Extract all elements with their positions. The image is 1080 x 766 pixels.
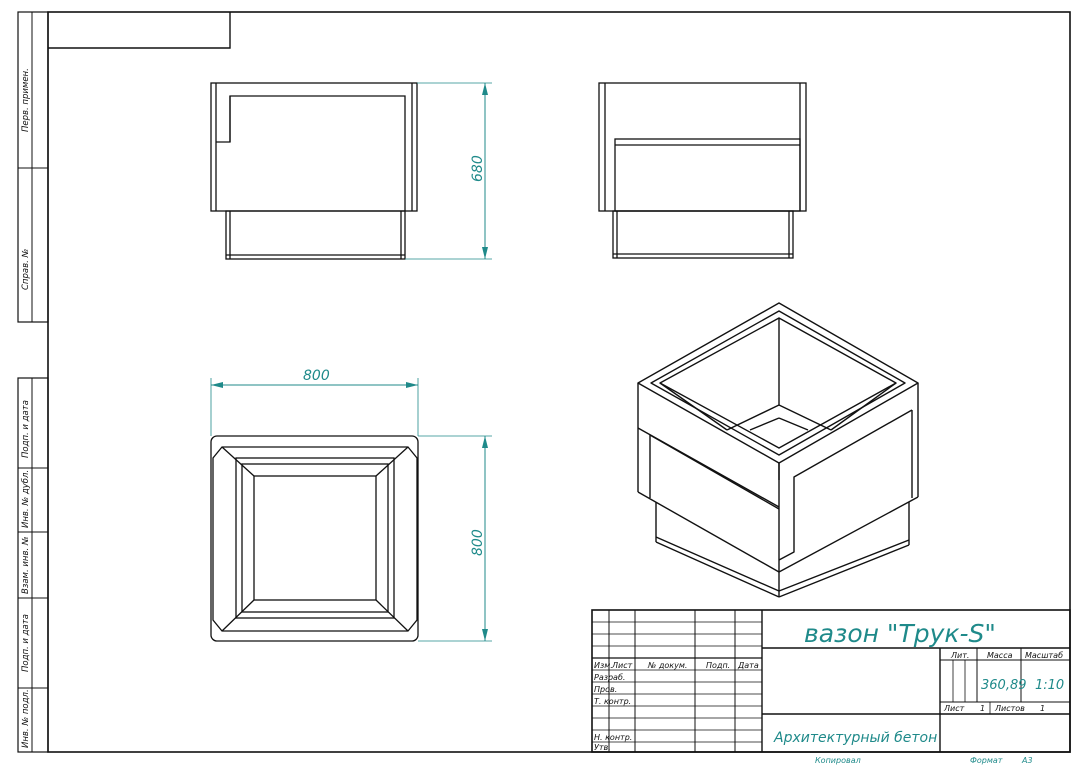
row-razrab: Разраб. <box>594 673 625 682</box>
title-block: вазон "Трук-S" Архитектурный бетон Изм. … <box>591 609 1071 753</box>
width-dimension-label: 800 <box>303 368 330 384</box>
stamp-perv-primen: Перв. примен. <box>21 68 31 132</box>
sheet-value: 1 <box>980 704 985 713</box>
sheet-footer: Копировал Формат A3 <box>815 756 1033 765</box>
stamp-sprav: Справ. № <box>21 248 31 290</box>
product-title: вазон "Трук-S" <box>804 619 996 648</box>
left-stamp-strip: Перв. примен. Справ. № Подп. и дата Инв.… <box>17 11 49 753</box>
format-value: A3 <box>1021 756 1033 765</box>
row-tkontr: Т. контр. <box>594 697 631 706</box>
depth-dimension-label: 800 <box>470 529 486 556</box>
row-nkontr: Н. контр. <box>594 733 632 742</box>
stamp-podp-data-2: Подп. и дата <box>21 614 31 672</box>
sheet-label: Лист <box>943 704 965 713</box>
height-dimension-label: 680 <box>470 155 486 182</box>
mass-label: Масса <box>987 651 1013 660</box>
col-list: Лист <box>611 661 633 670</box>
col-sign: Подп. <box>706 661 730 670</box>
scale-label: Масштаб <box>1025 651 1063 660</box>
format-label: Формат <box>970 756 1003 765</box>
isometric-view <box>637 302 919 598</box>
sheets-label: Листов <box>994 704 1025 713</box>
width-dimension: 800 <box>210 368 419 436</box>
stamp-inv-dubl: Инв. № дубл. <box>21 470 31 528</box>
copied-label: Копировал <box>815 756 861 765</box>
row-utv: Утв. <box>594 743 611 752</box>
mass-value: 360,89 <box>981 678 1027 693</box>
stamp-podp-data-1: Подп. и дата <box>21 400 31 458</box>
top-view <box>210 435 419 642</box>
stamp-inv-podl: Инв. № подл. <box>21 689 31 748</box>
material-name: Архитектурный бетон <box>773 730 937 746</box>
front-view <box>210 82 418 260</box>
row-prov: Пров. <box>594 685 617 694</box>
stamp-vzam-inv: Взам. инв. № <box>21 536 31 594</box>
depth-dimension: 800 <box>418 435 492 642</box>
col-date: Дата <box>737 661 759 670</box>
scale-value: 1:10 <box>1035 678 1064 693</box>
col-doc: № докум. <box>647 661 687 670</box>
col-izm: Изм. <box>594 661 613 670</box>
lit-label: Лит. <box>950 651 969 660</box>
side-view <box>598 82 807 259</box>
height-dimension: 680 <box>405 82 492 260</box>
sheets-value: 1 <box>1040 704 1045 713</box>
